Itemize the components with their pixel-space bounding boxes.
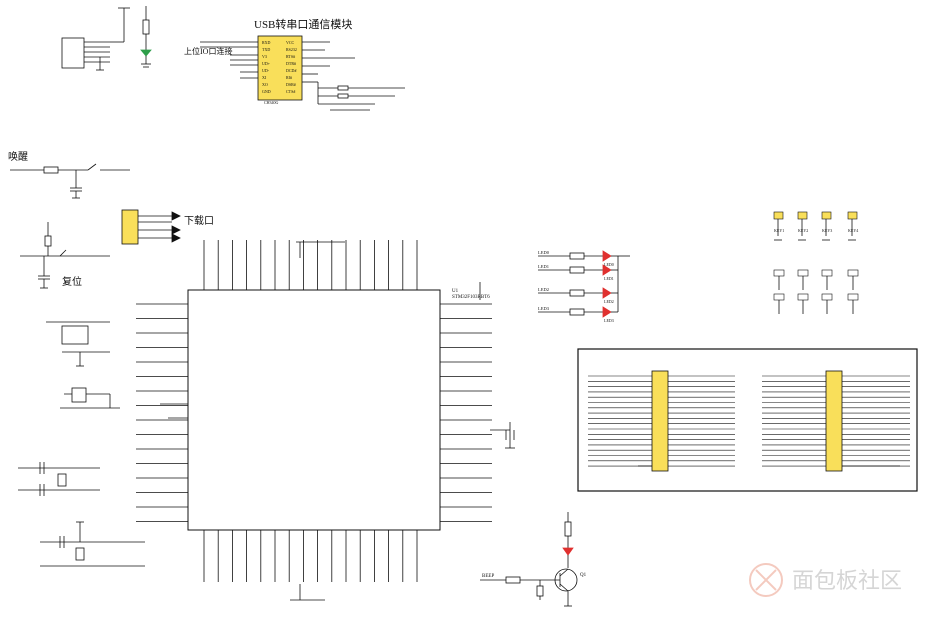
crystal-32k xyxy=(40,521,145,567)
usb-chip-pin-label: DSR# xyxy=(286,82,296,87)
usb-chip-pin-label: XI xyxy=(262,75,267,80)
usb-connector-block xyxy=(61,7,130,71)
key-array xyxy=(773,211,859,314)
led-resistor xyxy=(569,266,585,274)
usb-chip-pin-label: RXD xyxy=(262,40,271,45)
led-net-label: LED2 xyxy=(538,287,549,292)
usb-chip-pin-label: CTS# xyxy=(286,89,295,94)
key-resistor xyxy=(821,269,833,277)
watermark: 面包板社区 xyxy=(749,563,902,597)
buzzer-circuit xyxy=(480,512,578,607)
usb-chip-pin-label: GND xyxy=(262,89,271,94)
led-name-label: LED0 xyxy=(604,262,614,267)
usb-chip-pin-label: TXD xyxy=(262,47,270,52)
led-name-label: LED2 xyxy=(604,299,614,304)
usb-chip-pin-label: RS232 xyxy=(286,47,297,52)
key-label: KEY4 xyxy=(848,228,858,233)
key-switch xyxy=(797,211,808,220)
watermark-logo-icon xyxy=(749,563,783,597)
wake-title: 唤醒 xyxy=(8,150,28,163)
led-resistor xyxy=(569,308,585,316)
usb-chip-pin-label: RI# xyxy=(286,75,292,80)
usb-chip-pin-label: DTR# xyxy=(286,61,296,66)
usb-chip-pin-label: VCC xyxy=(286,40,295,45)
wake-button-circuit xyxy=(10,163,130,199)
led-resistor xyxy=(569,289,585,297)
mcu-aux-wires xyxy=(160,241,515,601)
led-diode xyxy=(602,250,612,262)
pinheader-panel xyxy=(577,348,918,492)
usb-chip-pin-label: RTS# xyxy=(286,54,295,59)
reset-circuit xyxy=(20,222,110,289)
usb-chip-pin-label: UD- xyxy=(262,68,270,73)
key-label: KEY3 xyxy=(822,228,832,233)
usb-chip-pin-label: DCD# xyxy=(286,68,296,73)
led-array xyxy=(538,250,630,318)
usb-chip-pin-label: XO xyxy=(262,82,268,87)
led-diode xyxy=(602,264,612,276)
key-resistor xyxy=(847,269,859,277)
led-diode xyxy=(602,306,612,318)
usb-module-title: USB转串口通信模块 xyxy=(254,17,352,31)
key-resistor xyxy=(821,293,833,301)
usb-chip-pin-label: V3 xyxy=(262,54,267,59)
key-switch xyxy=(847,211,858,220)
led-name-label: LED1 xyxy=(604,276,614,281)
download-title: 下载口 xyxy=(184,215,214,227)
power-led-block xyxy=(140,6,152,68)
watermark-text: 面包板社区 xyxy=(792,569,902,594)
upper-io-title: 上位IO口连接 xyxy=(184,46,232,56)
reset-title: 复位 xyxy=(62,275,82,288)
usb-chip-pin-label: UD+ xyxy=(262,61,271,66)
regulator-circuit xyxy=(46,321,120,409)
key-switch xyxy=(821,211,832,220)
led-net-label: LED1 xyxy=(538,264,549,269)
download-header xyxy=(121,209,181,245)
crystal-8mhz xyxy=(18,462,100,496)
key-resistor xyxy=(847,293,859,301)
mcu-chip xyxy=(136,240,492,582)
mcu-part: STM32F103RBT6 xyxy=(452,295,490,300)
led-resistor xyxy=(569,252,585,260)
key-label: KEY2 xyxy=(798,228,808,233)
key-resistor xyxy=(797,269,809,277)
transistor-label: Q1 xyxy=(580,573,587,578)
mcu-designator: U1 xyxy=(452,289,459,294)
led-name-label: LED3 xyxy=(604,318,614,323)
usb-serial-chip xyxy=(200,35,405,111)
key-switch xyxy=(773,211,784,220)
led-net-label: LED3 xyxy=(538,306,550,311)
key-resistor xyxy=(797,293,809,301)
key-label: KEY1 xyxy=(774,228,784,233)
led-diode xyxy=(602,287,612,299)
key-resistor xyxy=(773,269,785,277)
led-net-label: LED0 xyxy=(538,250,550,255)
usb-chip-designator: CH340G xyxy=(264,100,279,105)
key-resistor xyxy=(773,293,785,301)
beep-net: BEEP xyxy=(482,574,494,579)
